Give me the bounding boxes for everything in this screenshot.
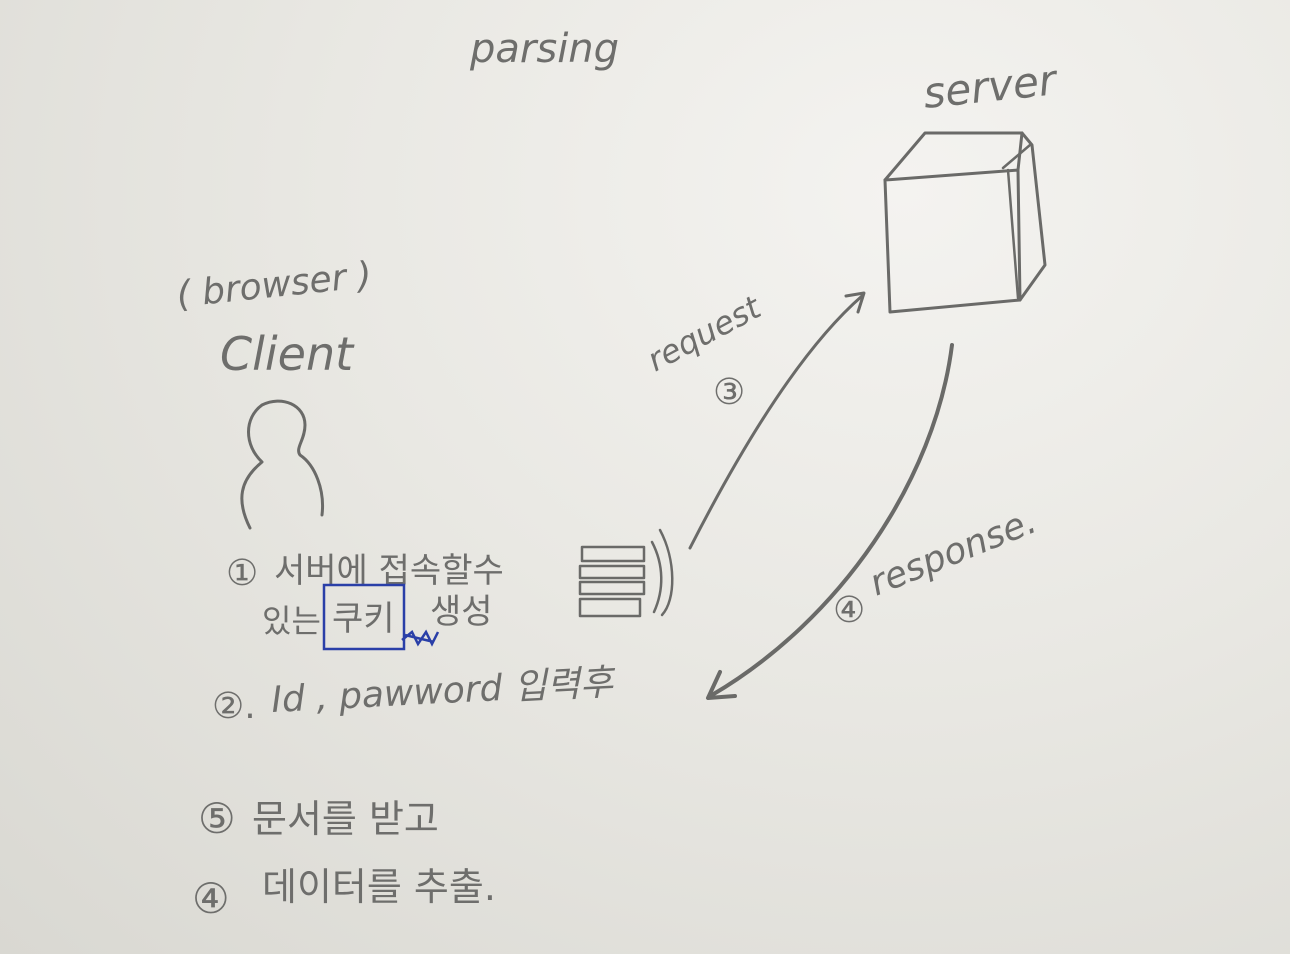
request-step-number: ③: [713, 372, 745, 413]
step1-line2-suffix: 생성: [430, 592, 493, 632]
response-step-number: ④: [833, 590, 865, 631]
step1-number: ①: [226, 553, 258, 594]
diagram-title: parsing: [469, 26, 619, 72]
step5-text: 문서를 받고: [252, 797, 439, 841]
browser-tag: ( browser ): [175, 255, 374, 316]
request-arrow: [688, 291, 866, 550]
step4-text: 데이터를 추출.: [262, 865, 496, 909]
document-stack-icon: [578, 528, 674, 618]
blue-scribble: [401, 629, 440, 647]
step2-number: ②.: [212, 686, 256, 727]
step5-number: ⑤: [198, 794, 236, 843]
response-arrow: [706, 343, 954, 700]
step2-text: Id , pawword 입력후: [270, 662, 618, 721]
client-label: Client: [220, 327, 355, 381]
step1-cookie: 쿠키: [332, 599, 395, 639]
step1-line2-prefix: 있는: [262, 602, 321, 640]
server-cube-icon: [883, 131, 1047, 314]
step4-number: ④: [192, 874, 230, 923]
cookie-highlight-box: [322, 583, 406, 651]
person-icon: [240, 399, 325, 530]
server-label: server: [921, 55, 1061, 118]
request-label: request: [641, 287, 768, 379]
